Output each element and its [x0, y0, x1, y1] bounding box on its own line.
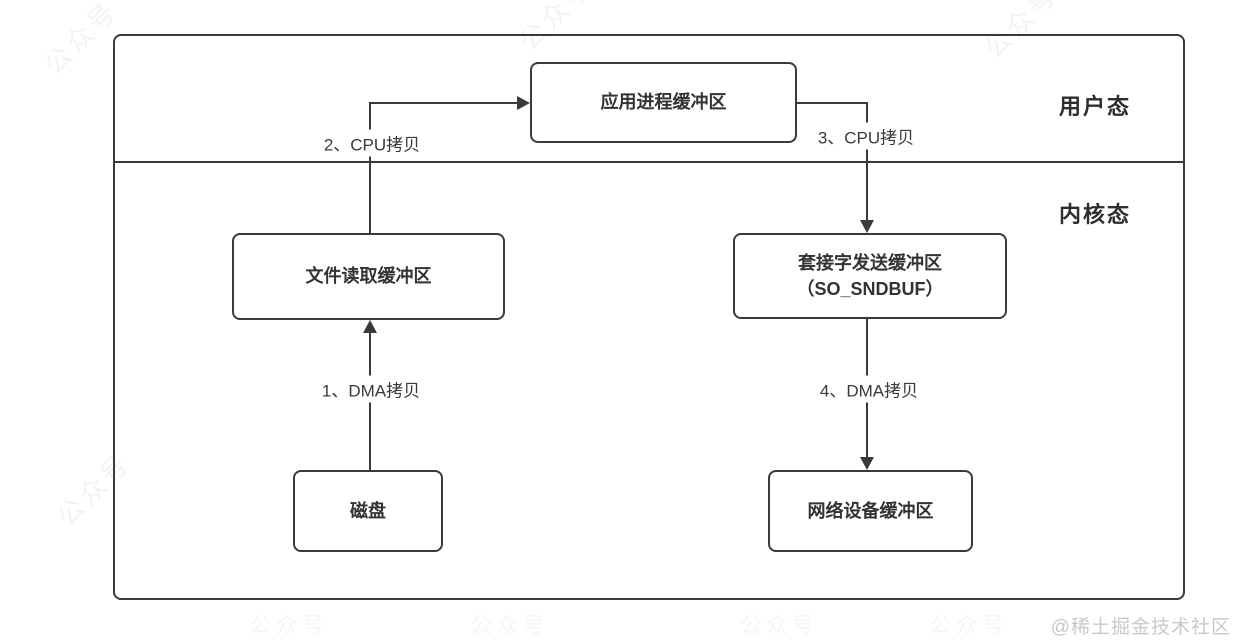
arrowhead-up-icon: [363, 320, 377, 333]
arrow-line-file-up: [369, 103, 371, 233]
arrow-label-dma-copy-1: 1、DMA拷贝: [315, 375, 427, 403]
diagram-border: [113, 34, 1185, 600]
node-label: 磁盘: [350, 500, 386, 521]
node-sublabel: （SO_SNDBUF）: [796, 279, 944, 299]
node-label: 套接字发送缓冲区: [798, 252, 942, 273]
faint-watermark: 公众号: [930, 608, 1008, 640]
arrow-label-cpu-copy-3: 3、CPU拷贝: [811, 122, 921, 150]
faint-watermark: 公众号: [250, 608, 328, 640]
faint-watermark: 公众号: [38, 0, 124, 80]
kernel-mode-label: 内核态: [1058, 202, 1131, 227]
arrowhead-down-icon: [860, 457, 874, 470]
user-mode-label: 用户态: [1058, 94, 1131, 119]
arrow-line-to-socket: [866, 102, 868, 223]
arrowhead-down-icon: [860, 220, 874, 233]
node-disk: 磁盘: [293, 470, 443, 552]
node-label: 应用进程缓冲区: [600, 92, 727, 113]
node-label: 文件读取缓冲区: [305, 266, 432, 287]
arrow-line-to-app: [369, 102, 520, 104]
faint-watermark: 公众号: [470, 608, 548, 640]
arrow-line-from-app: [797, 102, 867, 104]
user-kernel-divider: [113, 161, 1185, 163]
faint-watermark: 公众号: [740, 608, 818, 640]
arrowhead-right-icon: [517, 96, 530, 110]
node-label: 网络设备缓冲区: [807, 500, 934, 521]
arrow-label-dma-copy-4: 4、DMA拷贝: [813, 375, 925, 403]
arrow-label-cpu-copy-2: 2、CPU拷贝: [317, 129, 427, 157]
community-watermark: @稀土掘金技术社区: [1050, 617, 1231, 638]
node-network-device-buffer: 网络设备缓冲区: [768, 470, 973, 552]
node-socket-send-buffer: 套接字发送缓冲区 （SO_SNDBUF）: [733, 233, 1007, 319]
node-file-read-buffer: 文件读取缓冲区: [232, 233, 505, 320]
node-app-process-buffer: 应用进程缓冲区: [530, 62, 797, 143]
